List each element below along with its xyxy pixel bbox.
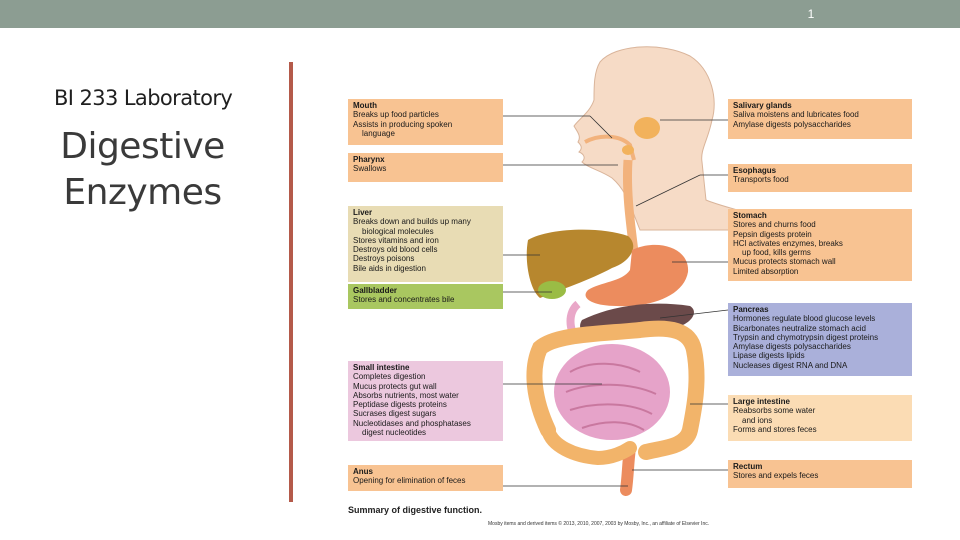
box-line: Peptidase digests proteins xyxy=(353,400,447,410)
title-line-1: Digestive xyxy=(60,126,225,167)
box-esophagus: Esophagus Transports food xyxy=(728,164,912,192)
box-line: Assists in producing spoken xyxy=(353,119,453,129)
box-line: digest nucleotides xyxy=(362,428,427,438)
box-line: Breaks down and builds up many xyxy=(353,217,471,227)
box-heading: Liver xyxy=(353,208,373,217)
box-line: Stores and churns food xyxy=(733,220,816,230)
slide-title: Digestive Enzymes xyxy=(40,124,245,216)
box-line: Hormones regulate blood glucose levels xyxy=(733,314,876,324)
box-liver: Liver Breaks down and builds up many bio… xyxy=(348,206,503,282)
slide-number: 1 xyxy=(807,7,815,21)
gallbladder-organ xyxy=(538,281,566,299)
box-line: biological molecules xyxy=(362,226,434,236)
box-heading: Large intestine xyxy=(733,397,790,406)
box-line: Nucleases digest RNA and DNA xyxy=(733,360,848,370)
box-line: Amylase digests polysaccharides xyxy=(733,119,851,129)
box-line: Stores and expels feces xyxy=(733,471,819,481)
box-line: Destroys old blood cells xyxy=(353,245,438,255)
box-pharynx: Pharynx Swallows xyxy=(348,153,503,182)
stomach-organ xyxy=(585,244,689,307)
box-line: and ions xyxy=(742,415,773,425)
box-line: Nucleotidases and phosphatases xyxy=(353,418,471,428)
box-pancreas: Pancreas Hormones regulate blood glucose… xyxy=(728,303,912,376)
box-line: Bile aids in digestion xyxy=(353,263,426,273)
box-line: Reabsorbs some water xyxy=(733,406,816,416)
box-heading: Gallbladder xyxy=(353,286,398,295)
box-line: Forms and stores feces xyxy=(733,424,817,434)
box-anus: Anus Opening for elimination of feces xyxy=(348,465,503,491)
box-line: Stores and concentrates bile xyxy=(353,295,455,305)
box-line: Destroys poisons xyxy=(353,254,415,264)
salivary-gland xyxy=(634,117,660,139)
box-heading: Salivary glands xyxy=(733,101,792,110)
box-line: Lipase digests lipids xyxy=(733,351,805,361)
box-stomach: Stomach Stores and churns food Pepsin di… xyxy=(728,209,912,281)
box-heading: Stomach xyxy=(733,211,767,220)
box-mouth: Mouth Breaks up food particles Assists i… xyxy=(348,99,503,145)
box-line: Bicarbonates neutralize stomach acid xyxy=(733,323,866,333)
liver-organ xyxy=(526,229,634,298)
box-line: Mucus protects gut wall xyxy=(353,381,437,391)
box-heading: Esophagus xyxy=(733,166,777,175)
box-heading: Small intestine xyxy=(353,363,410,372)
slide-subtitle: BI 233 Laboratory xyxy=(54,86,233,110)
figure-caption: Summary of digestive function. xyxy=(348,505,483,515)
box-line: Swallows xyxy=(353,164,387,174)
esophagus-tube xyxy=(622,159,639,253)
box-heading: Mouth xyxy=(353,101,377,110)
box-line: Sucrases digest sugars xyxy=(353,409,437,419)
box-line: Trypsin and chymotrypsin digest proteins xyxy=(733,332,879,342)
box-rectum: Rectum Stores and expels feces xyxy=(728,460,912,488)
box-large-intestine: Large intestine Reabsorbs some water and… xyxy=(728,395,912,441)
box-salivary-glands: Salivary glands Saliva moistens and lubr… xyxy=(728,99,912,139)
box-line: Completes digestion xyxy=(353,372,426,382)
box-line: Amylase digests polysaccharides xyxy=(733,342,851,352)
box-line: Stores vitamins and iron xyxy=(353,235,439,245)
box-line: Pepsin digests protein xyxy=(733,229,812,239)
pharynx-passage xyxy=(584,134,636,161)
figure-copyright: Mosby items and derived items © 2013, 20… xyxy=(488,521,710,527)
box-line: Breaks up food particles xyxy=(353,110,439,120)
top-bar: 1 xyxy=(0,0,960,28)
box-line: Mucus protects stomach wall xyxy=(733,257,836,267)
box-line: up food, kills germs xyxy=(742,248,811,258)
box-heading: Rectum xyxy=(733,462,763,471)
box-small-intestine: Small intestine Completes digestion Mucu… xyxy=(348,361,503,441)
box-line: Absorbs nutrients, most water xyxy=(353,390,459,400)
box-line: HCl activates enzymes, breaks xyxy=(733,238,843,248)
box-line: Limited absorption xyxy=(733,266,799,276)
box-line: Saliva moistens and lubricates food xyxy=(733,110,859,120)
box-heading: Anus xyxy=(353,467,373,476)
box-heading: Pharynx xyxy=(353,155,385,164)
box-line: language xyxy=(362,128,395,138)
vertical-divider xyxy=(289,62,293,502)
leader-lines xyxy=(503,115,729,487)
title-line-2: Enzymes xyxy=(63,172,222,213)
small-intestine-organ xyxy=(554,344,670,440)
large-intestine-organ xyxy=(526,320,705,460)
box-line: Opening for elimination of feces xyxy=(353,476,466,486)
box-heading: Pancreas xyxy=(733,305,769,314)
box-gallbladder: Gallbladder Stores and concentrates bile xyxy=(348,284,503,309)
box-line: Transports food xyxy=(733,175,789,185)
